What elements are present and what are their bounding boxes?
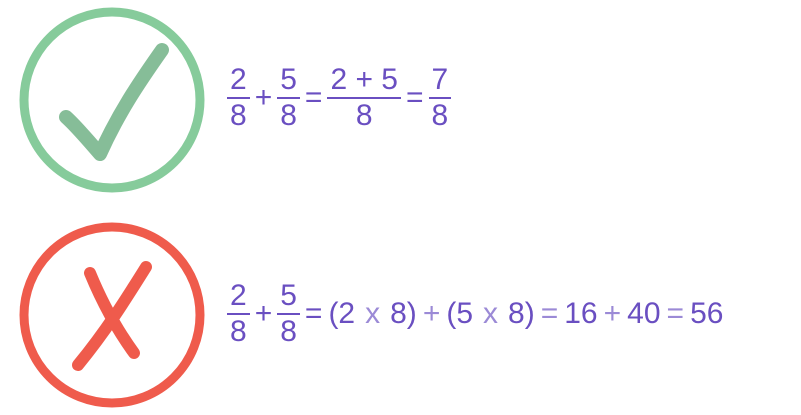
- times-sign: x: [483, 297, 499, 330]
- numerator: 5: [280, 63, 297, 96]
- equals-sign: =: [540, 297, 559, 330]
- term-close: 8): [390, 297, 417, 330]
- equals-sign: =: [666, 297, 685, 330]
- cross-stroke-b: [72, 261, 152, 371]
- denominator: 8: [280, 99, 297, 132]
- fraction-bar: [277, 97, 300, 99]
- denominator: 8: [431, 99, 449, 132]
- numerator: 2 + 5: [330, 63, 398, 96]
- fraction-5-8: 5 8: [277, 65, 300, 131]
- plus-sign: +: [254, 297, 273, 330]
- fraction-bar: [227, 97, 250, 99]
- fraction-5-8: 5 8: [277, 281, 300, 347]
- wrong-equation: 2 8 + 5 8 = (2 x 8) + (5 x 8) = 16 + 40 …: [226, 279, 725, 349]
- value-16: 16: [564, 297, 598, 330]
- correct-example: 2 8 + 5 8 = 2 + 5 8 = 7 8: [0, 0, 801, 200]
- denominator: 8: [280, 315, 297, 348]
- term-open: (2: [328, 297, 356, 330]
- plus-sign: +: [254, 81, 273, 114]
- numerator: 7: [431, 63, 449, 96]
- result-56: 56: [690, 297, 724, 330]
- numerator: 2: [230, 63, 247, 96]
- fraction-2-8: 2 8: [227, 65, 250, 131]
- cross-circle: [19, 222, 205, 408]
- correct-equation: 2 8 + 5 8 = 2 + 5 8 = 7 8: [226, 63, 452, 133]
- equals-sign: =: [406, 81, 424, 114]
- fraction-bar: [227, 313, 250, 315]
- plus-sign: +: [422, 297, 441, 330]
- times-sign: x: [365, 297, 381, 330]
- check-circle: [19, 7, 205, 193]
- denominator: 8: [230, 99, 247, 132]
- numerator: 5: [280, 279, 297, 312]
- check-mark: [59, 43, 169, 161]
- equals-sign: =: [304, 297, 323, 330]
- term-close: 8): [508, 297, 535, 330]
- wrong-example: 2 8 + 5 8 = (2 x 8) + (5 x 8) = 16 + 40 …: [0, 215, 801, 415]
- value-40: 40: [627, 297, 661, 330]
- check-icon: [19, 7, 205, 193]
- fraction-bar: [277, 313, 300, 315]
- fraction-7-8: 7 8: [428, 63, 452, 132]
- denominator: 8: [230, 315, 247, 348]
- fraction-bar: [327, 97, 401, 99]
- cross-icon: [19, 222, 205, 408]
- term-open: (5: [446, 297, 474, 330]
- fraction-2-8: 2 8: [227, 281, 250, 347]
- fraction-bar: [428, 97, 452, 99]
- plus-sign: +: [603, 297, 622, 330]
- equals-sign: =: [304, 81, 323, 114]
- denominator: 8: [355, 99, 373, 132]
- numerator: 2: [230, 279, 247, 312]
- fraction-sum-over-8: 2 + 5 8: [327, 65, 401, 131]
